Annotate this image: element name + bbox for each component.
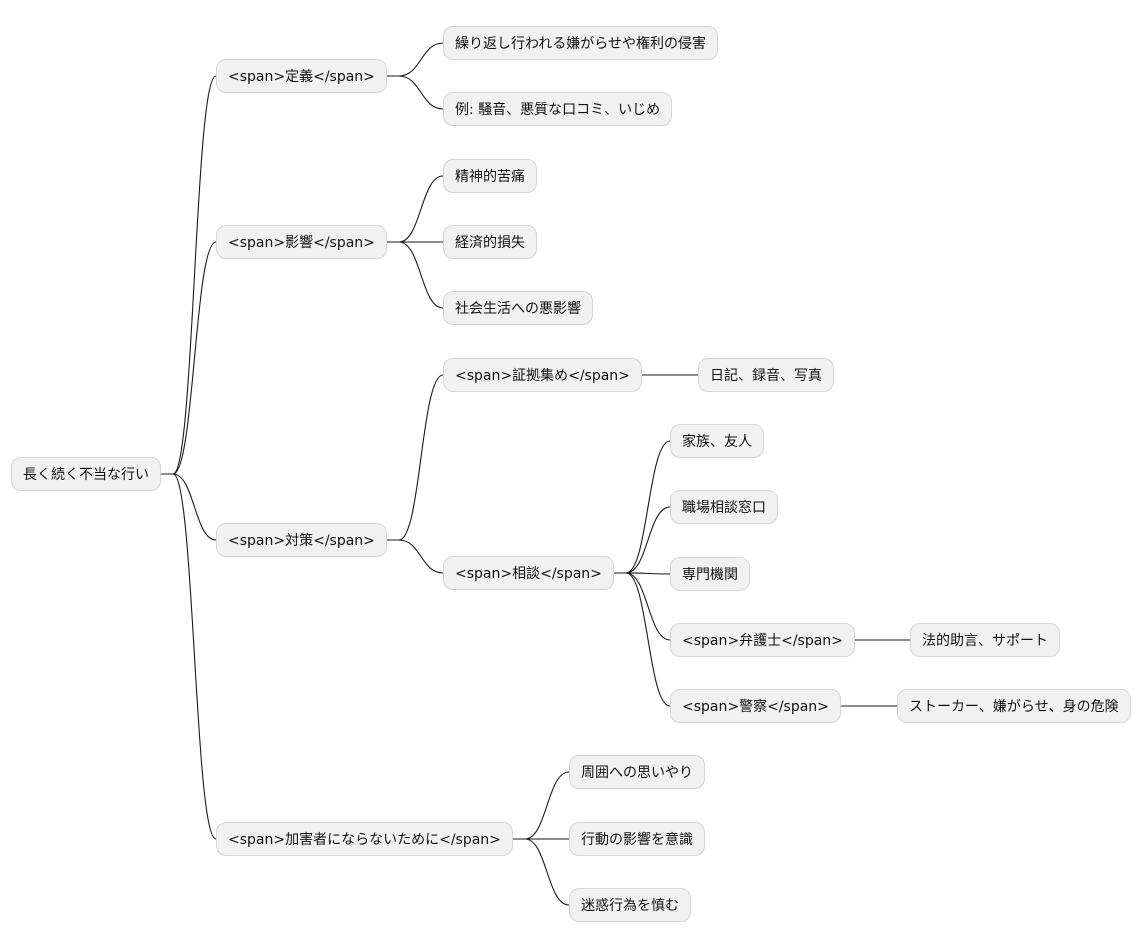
consult-item-family-friends[interactable]: 家族、友人 [670, 424, 764, 458]
connector-root-b2 [161, 473, 217, 541]
connector-b0-b0c1 [387, 75, 444, 110]
root-node[interactable]: 長く続く不当な行い [11, 457, 161, 491]
connector-b2c1-b2c1c4 [614, 572, 671, 707]
connector-b2c1-b2c1c0 [614, 440, 671, 574]
branch-prevention[interactable]: <span>加害者にならないために</span> [216, 822, 513, 856]
countermeasure-evidence[interactable]: <span>証拠集め</span> [443, 358, 642, 392]
connector-b0-b0c0 [387, 42, 444, 77]
impact-item-social-life[interactable]: 社会生活への悪影響 [443, 291, 593, 325]
connector-root-b3 [161, 473, 217, 840]
lawyer-item-legal-advice[interactable]: 法的助言、サポート [910, 623, 1060, 657]
definition-item-examples[interactable]: 例: 騒音、悪質な口コミ、いじめ [443, 92, 673, 126]
connector-b1-b1c0 [387, 175, 444, 243]
police-item-stalker-danger[interactable]: ストーカー、嫌がらせ、身の危険 [897, 689, 1131, 723]
branch-impact[interactable]: <span>影響</span> [216, 225, 387, 259]
evidence-item-diary-recording-photo[interactable]: 日記、録音、写真 [698, 358, 834, 392]
definition-item-repeated-harassment[interactable]: 繰り返し行われる嫌がらせや権利の侵害 [443, 26, 719, 60]
branch-definition[interactable]: <span>定義</span> [216, 59, 387, 93]
connector-b3-b3c2 [513, 838, 570, 906]
consult-item-police[interactable]: <span>警察</span> [670, 689, 841, 723]
prevention-item-awareness[interactable]: 行動の影響を意識 [569, 822, 705, 856]
consult-item-workplace-desk[interactable]: 職場相談窓口 [670, 490, 778, 524]
connector-b1-b1c2 [387, 241, 444, 309]
consult-item-lawyer[interactable]: <span>弁護士</span> [670, 623, 855, 657]
impact-item-economic-loss[interactable]: 経済的損失 [443, 225, 537, 259]
connector-b2-b2c1 [387, 539, 444, 574]
countermeasure-consultation[interactable]: <span>相談</span> [443, 556, 614, 590]
connector-root-b1 [161, 241, 217, 475]
impact-item-mental-distress[interactable]: 精神的苦痛 [443, 159, 537, 193]
connector-b2-b2c0 [387, 374, 444, 541]
connector-b3-b3c0 [513, 771, 570, 840]
branch-countermeasures[interactable]: <span>対策</span> [216, 523, 387, 557]
consult-item-specialist[interactable]: 専門機関 [670, 557, 750, 591]
prevention-item-refrain[interactable]: 迷惑行為を慎む [569, 888, 691, 922]
prevention-item-consideration[interactable]: 周囲への思いやり [569, 755, 705, 789]
connector-root-b0 [161, 75, 217, 475]
